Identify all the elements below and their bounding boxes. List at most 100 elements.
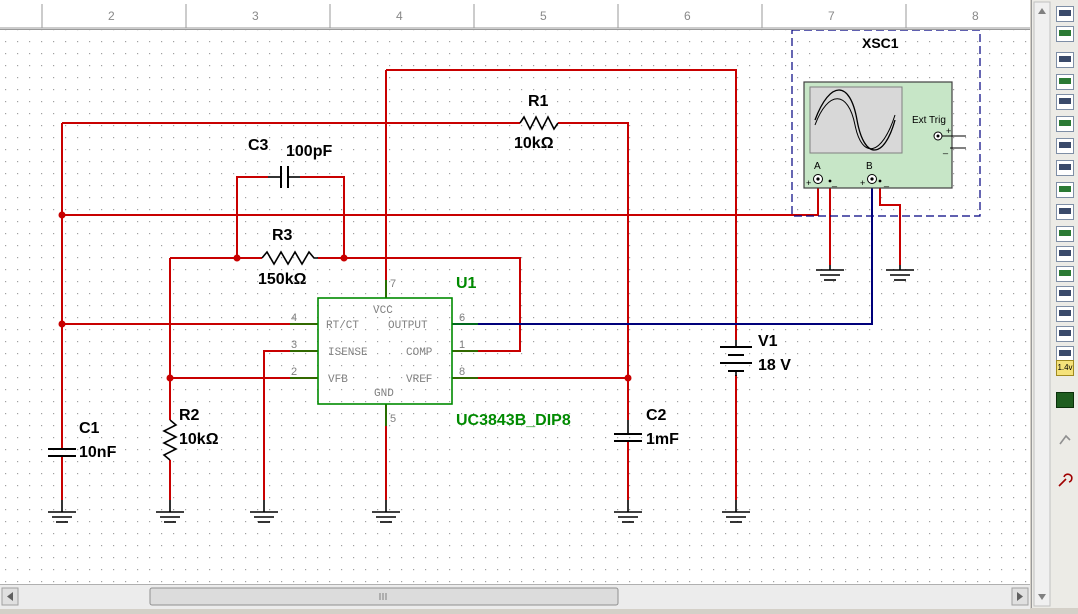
bode-plotter-icon[interactable] — [1056, 116, 1074, 132]
resistor-r3[interactable]: R3 150kΩ — [258, 227, 318, 288]
pin-number-6: 6 — [459, 312, 465, 324]
spectrum-analyzer-icon[interactable] — [1056, 266, 1074, 282]
channel-b-label: B — [866, 161, 873, 172]
wire-blue[interactable] — [452, 186, 873, 325]
scroll-grip-icon — [379, 593, 387, 600]
pin-label-isense: ISENSE — [328, 347, 368, 359]
wattmeter-icon[interactable] — [1056, 52, 1074, 68]
v1-ref: V1 — [758, 333, 778, 350]
instruments-toolbar: 1.4v — [1031, 0, 1078, 608]
pin-label-gnd: GND — [374, 388, 394, 400]
logic-analyzer-icon[interactable] — [1056, 204, 1074, 220]
pin-number-2: 2 — [291, 366, 297, 378]
scroll-thumb[interactable] — [149, 587, 619, 606]
oscilloscope-xsc1[interactable]: XSC1 Ext Trig + _ A B + _ + _ — [791, 30, 981, 217]
labview-instrument-icon[interactable] — [1056, 392, 1074, 408]
oscilloscope-icon[interactable] — [1056, 74, 1074, 90]
network-analyzer-icon[interactable] — [1056, 286, 1074, 302]
distortion-analyzer-icon[interactable] — [1056, 246, 1074, 262]
sine-wave-icon — [814, 89, 896, 151]
pin-label-vfb: VFB — [328, 374, 348, 386]
pin-label-rtct: RT/CT — [326, 320, 359, 332]
channel-b-minus: _ — [883, 177, 890, 187]
u1-part-number: UC3843B_DIP8 — [456, 412, 571, 429]
ruler-column-label: 3 — [252, 9, 259, 23]
pin-number-5: 5 — [390, 413, 396, 425]
arrow-up-icon — [1038, 8, 1046, 14]
ruler-column-label: 8 — [972, 9, 979, 23]
pin-label-vcc: VCC — [373, 305, 393, 317]
ruler-column-label: 7 — [828, 9, 835, 23]
ground-icon — [156, 500, 184, 523]
c3-value: 100pF — [286, 143, 332, 160]
ground-icon — [48, 500, 76, 523]
pin-label-vref: VREF — [406, 374, 432, 386]
horizontal-scrollbar[interactable] — [0, 584, 1030, 609]
r3-ref: R3 — [272, 227, 293, 244]
pin-label-comp: COMP — [406, 347, 433, 359]
ground-symbols — [48, 265, 914, 523]
channel-a-plus: + — [806, 178, 811, 188]
logic-converter-icon[interactable] — [1056, 182, 1074, 198]
r2-value: 10kΩ — [179, 431, 219, 448]
vertical-scrollbar[interactable] — [1032, 0, 1078, 608]
schematic-canvas[interactable]: R1 10kΩ R3 150kΩ C3 100pF R2 10kΩ C1 10n… — [0, 30, 1030, 584]
ground-icon — [372, 500, 400, 523]
ext-trig-label: Ext Trig — [912, 115, 946, 126]
c1-ref: C1 — [79, 420, 100, 437]
ruler-column-label: 4 — [396, 9, 403, 23]
iv-analyzer-icon[interactable] — [1056, 226, 1074, 242]
agilent-function-generator-icon[interactable] — [1056, 306, 1074, 322]
capacitor-c1[interactable]: C1 10nF — [48, 420, 117, 461]
voltage-source-v1[interactable]: V1 18 V — [720, 333, 791, 376]
ruler-graphic: 2 3 4 5 6 7 8 — [0, 4, 1030, 29]
ground-icon — [614, 500, 642, 523]
pin-number-4: 4 — [291, 312, 297, 324]
ic-u1[interactable]: VCC RT/CT OUTPUT ISENSE COMP VFB VREF GN… — [290, 275, 571, 429]
pin-number-1: 1 — [459, 339, 465, 351]
function-generator-icon[interactable] — [1056, 26, 1074, 42]
arrow-down-icon — [1038, 594, 1046, 600]
c2-value: 1mF — [646, 431, 679, 448]
wires-red[interactable] — [61, 69, 901, 500]
ruler: 2 3 4 5 6 7 8 — [0, 0, 1030, 30]
agilent-multimeter-icon[interactable] — [1056, 326, 1074, 342]
c3-ref: C3 — [248, 137, 269, 154]
resistor-r2[interactable]: R2 10kΩ — [162, 407, 219, 461]
ext-trig-minus: _ — [942, 144, 949, 154]
probe-label: 1.4v — [1057, 363, 1073, 372]
u1-ref: U1 — [456, 275, 477, 292]
ext-trig-plus: + — [946, 126, 951, 136]
word-generator-icon[interactable] — [1056, 160, 1074, 176]
r1-value: 10kΩ — [514, 135, 554, 152]
xsc1-screen — [809, 86, 903, 154]
tektronix-oscilloscope-icon[interactable] — [1056, 432, 1074, 448]
pin-number-8: 8 — [459, 366, 465, 378]
ground-icon — [250, 500, 278, 523]
v1-value: 18 V — [758, 357, 791, 374]
schematic-drawing[interactable]: R1 10kΩ R3 150kΩ C3 100pF R2 10kΩ C1 10n… — [0, 30, 1030, 584]
ground-icon — [722, 500, 750, 523]
ruler-column-label: 2 — [108, 9, 115, 23]
junction-dots — [58, 211, 632, 382]
ruler-column-label: 6 — [684, 9, 691, 23]
xsc1-ref: XSC1 — [862, 35, 899, 51]
measurement-probe-icon[interactable]: 1.4v — [1056, 360, 1074, 376]
pin-number-3: 3 — [291, 339, 297, 351]
multimeter-icon[interactable] — [1056, 6, 1074, 22]
r1-ref: R1 — [528, 93, 549, 110]
capacitor-c2[interactable]: C2 1mF — [614, 407, 679, 448]
c1-value: 10nF — [79, 444, 117, 461]
ground-icon — [886, 265, 914, 281]
c2-ref: C2 — [646, 407, 667, 424]
resistor-r1[interactable]: R1 10kΩ — [514, 93, 559, 152]
capacitor-c3[interactable]: C3 100pF — [248, 137, 332, 188]
pin-number-7: 7 — [390, 278, 396, 290]
arrow-left-icon — [7, 592, 13, 601]
arrow-right-icon — [1017, 592, 1023, 601]
ground-icon — [816, 265, 844, 281]
current-probe-icon[interactable] — [1056, 472, 1074, 488]
r2-ref: R2 — [179, 407, 200, 424]
frequency-counter-icon[interactable] — [1056, 138, 1074, 154]
four-channel-oscilloscope-icon[interactable] — [1056, 94, 1074, 110]
